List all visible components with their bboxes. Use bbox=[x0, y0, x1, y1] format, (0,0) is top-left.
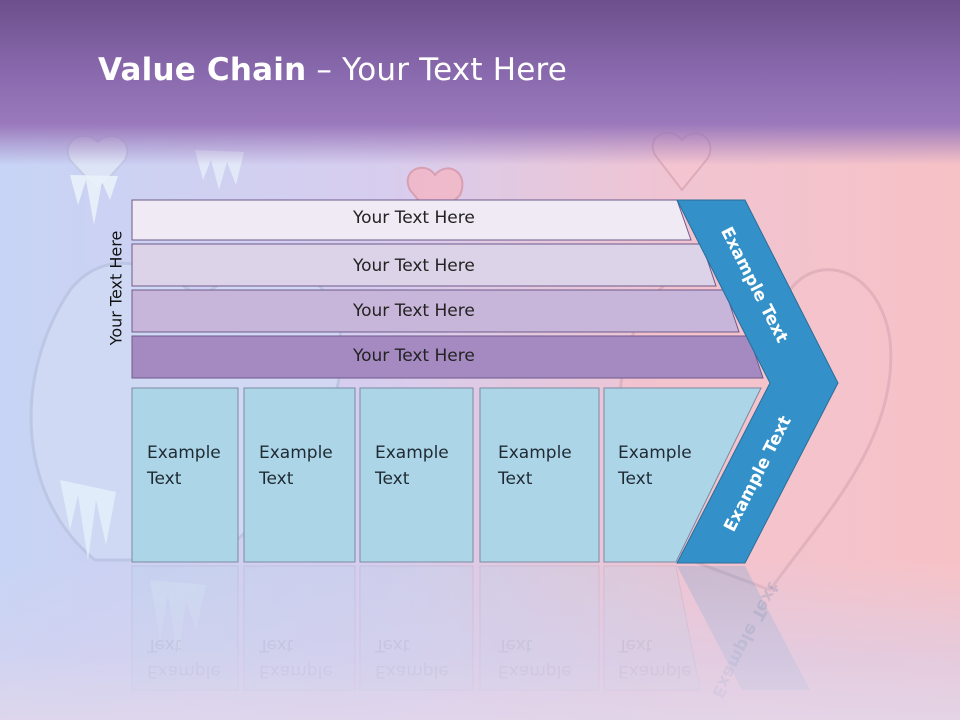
reflection-fade bbox=[0, 560, 960, 720]
band-label-1: Your Text Here bbox=[353, 208, 475, 228]
title-banner bbox=[0, 0, 960, 165]
cell-3 bbox=[359, 387, 474, 563]
slide-title: Value Chain – Your Text Here bbox=[98, 52, 567, 88]
band-1 bbox=[131, 199, 692, 241]
band-2 bbox=[131, 243, 717, 287]
band-label-2: Your Text Here bbox=[353, 256, 475, 276]
cell-4 bbox=[479, 387, 600, 563]
band-3 bbox=[131, 289, 740, 333]
title-rest-part: – Your Text Here bbox=[306, 52, 568, 88]
band-label-4: Your Text Here bbox=[353, 346, 475, 366]
band-4 bbox=[131, 335, 764, 379]
cell-1 bbox=[131, 387, 239, 563]
band-label-3: Your Text Here bbox=[353, 301, 475, 321]
cell-2 bbox=[243, 387, 356, 563]
title-bold-part: Value Chain bbox=[98, 52, 307, 88]
